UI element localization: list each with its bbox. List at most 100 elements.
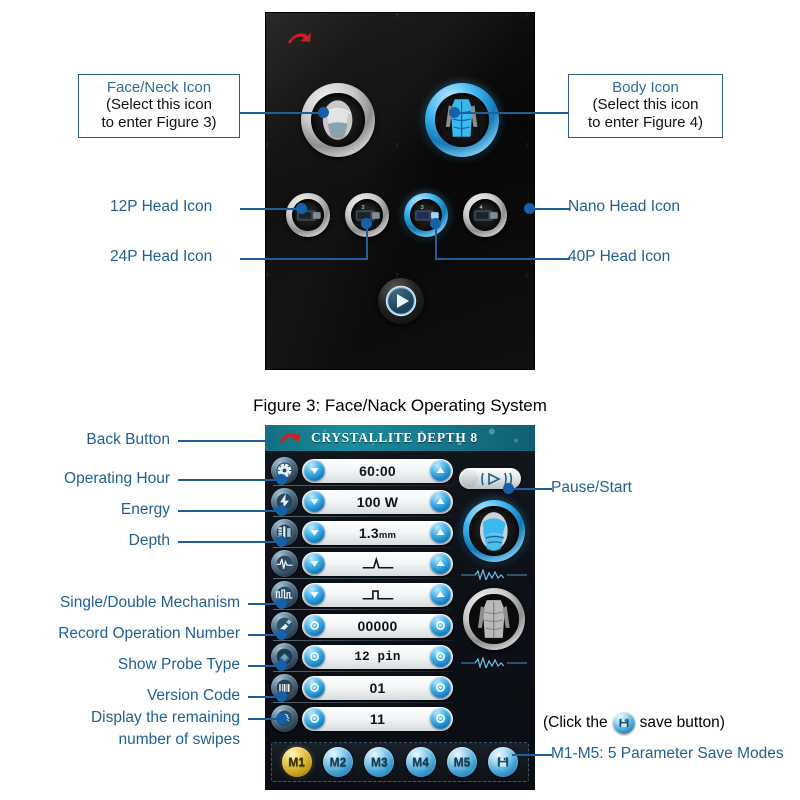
svg-text:4: 4 [479,205,483,211]
row-separator [273,671,453,672]
record-operation-right-button[interactable] [430,615,451,636]
memory-preset-bar: M1 M2 M3 M4 M5 [271,742,529,782]
probe-type-left-button[interactable] [304,646,325,667]
pause-start-knob[interactable] [460,469,479,488]
version-code-field[interactable]: 01 [302,675,453,700]
operating-hour-value: 60:00 [359,462,396,479]
save-disk-icon [498,757,509,767]
pulse-mode-waveform-glyph [325,556,430,571]
record-operation-number-field[interactable]: 00000 [302,613,453,638]
callout-body-line1: (Select this icon [592,96,699,114]
connector-single-double [248,603,282,605]
40p-head-icon[interactable]: 3 [404,193,448,237]
pulse-mode-increase-button[interactable] [430,553,451,574]
save-button[interactable] [488,747,519,777]
depth-decrease-button[interactable] [304,522,325,543]
callout-face-neck: Face/Neck Icon (Select this icon to ente… [78,74,240,139]
play-button-icon[interactable] [378,278,424,324]
24p-head-icon[interactable]: 2 [345,193,389,237]
depth-value: 1.3mm [358,524,397,541]
param-row-pulse-mode[interactable] [269,548,455,579]
param-row-energy[interactable]: 100 W [269,486,455,517]
row-separator [273,702,453,703]
face-preview-icon[interactable] [463,500,525,562]
nano-head-icon-inner: 4 [468,198,502,232]
nano-head-icon[interactable]: 4 [463,193,507,237]
connector-dot-12p [296,203,307,214]
face-waveform-icon [461,567,527,582]
connector-dot-pause-start [503,483,514,494]
memory-button-m4[interactable]: M4 [405,747,436,777]
memory-button-m3[interactable]: M3 [364,747,395,777]
connector-dot-nano [524,203,535,214]
body-icon[interactable] [425,83,499,157]
pulse-mode-field[interactable] [302,551,453,576]
operating-hour-field[interactable]: 60:00 [302,458,453,483]
header-back-arrow-icon[interactable] [279,430,301,446]
show-probe-type-field[interactable]: 12 pin [302,644,453,669]
label-remaining-swipes-line2: number of swipes [118,731,240,748]
face-neck-icon-inner [311,93,365,147]
depth-increase-button[interactable] [430,522,451,543]
energy-decrease-button[interactable] [304,491,325,512]
energy-field[interactable]: 100 W [302,489,453,514]
single-double-mechanism-field[interactable] [302,582,453,607]
callout-body-line2: to enter Figure 4) [587,113,704,131]
save-button-note: (Click the save button) [543,712,725,734]
connector-12p [240,208,302,210]
label-remaining-swipes-line1: Display the remaining [90,709,240,726]
connector-energy [178,510,282,512]
param-row-record-operation-number[interactable]: 00000 [269,610,455,641]
connector-remaining-swipes [248,718,282,720]
device-header: CRYSTALLITE DEPTH 8 [265,425,535,451]
back-arrow-icon[interactable] [286,29,312,49]
connector-dot-face-neck [318,107,329,118]
connector-dot-show-probe [276,660,287,671]
connector-dot-single-double [276,598,287,609]
record-operation-number-value: 00000 [357,617,398,634]
body-preview-icon[interactable] [463,588,525,650]
device-operating-screen: CRYSTALLITE DEPTH 8 [265,425,535,790]
connector-40p-h [437,258,570,260]
param-row-remaining-swipes[interactable]: 11 [269,703,455,734]
version-code-left-button[interactable] [304,677,325,698]
connector-40p-v [435,222,437,260]
connector-nano [528,208,570,210]
param-row-depth[interactable]: 1.3mm [269,517,455,548]
pulse-mode-decrease-button[interactable] [304,553,325,574]
memory-button-m1[interactable]: M1 [281,747,312,777]
12p-head-icon[interactable]: 1 [286,193,330,237]
operating-hour-increase-button[interactable] [430,460,451,481]
version-code-value: 01 [369,679,386,696]
face-neck-icon[interactable] [301,83,375,157]
header-bubbles-decoration [265,425,535,451]
depth-field[interactable]: 1.3mm [302,520,453,545]
svg-text:3: 3 [420,205,423,211]
record-operation-left-button[interactable] [304,615,325,636]
connector-memory-modes [512,754,552,756]
probe-type-right-button[interactable] [430,646,451,667]
remaining-swipes-left-button[interactable] [304,708,325,729]
param-row-show-probe-type[interactable]: 12 pin [269,641,455,672]
connector-back-button [178,440,272,442]
single-double-decrease-button[interactable] [304,584,325,605]
single-double-increase-button[interactable] [430,584,451,605]
param-row-single-double-mechanism[interactable] [269,579,455,610]
memory-button-m5[interactable]: M5 [446,747,477,777]
remaining-swipes-field[interactable]: 11 [302,706,453,731]
callout-face-neck-line1: (Select this icon [106,96,212,114]
remaining-swipes-right-button[interactable] [430,708,451,729]
param-row-operating-hour[interactable]: 60:00 [269,455,455,486]
pulse-wave-icon [271,550,298,577]
device-menu-screen: 1 2 3 [265,12,535,370]
energy-increase-button[interactable] [430,491,451,512]
memory-button-m2[interactable]: M2 [322,747,353,777]
label-energy: Energy [120,501,170,518]
operating-hour-decrease-button[interactable] [304,460,325,481]
row-separator [273,609,453,610]
param-row-version-code[interactable]: 01 [269,672,455,703]
version-code-right-button[interactable] [430,677,451,698]
connector-dot-energy [276,505,287,516]
connector-24p-h [240,258,368,260]
connector-dot-24p [361,218,372,229]
